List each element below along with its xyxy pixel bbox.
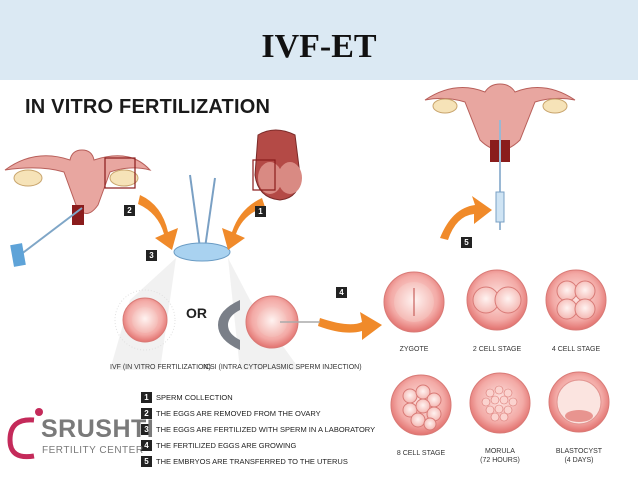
legend-number: 2 xyxy=(141,407,152,419)
srushti-logo-mark xyxy=(7,408,43,460)
embryo-2-cell xyxy=(466,269,528,331)
legend-text: THE EGGS ARE REMOVED FROM THE OVARY xyxy=(156,408,321,418)
legend-number: 4 xyxy=(141,439,152,451)
or-label: OR xyxy=(186,305,207,321)
legend-text: THE FERTILIZED EGGS ARE GROWING xyxy=(156,440,297,450)
legend-text: THE EMBRYOS ARE TRANSFERRED TO THE UTERU… xyxy=(156,456,348,466)
egg-ivf xyxy=(114,289,176,351)
slide-title: IVF-ET xyxy=(261,28,377,65)
step-number-2: 2 xyxy=(124,205,135,216)
embryo-zygote xyxy=(383,271,445,333)
testis-sperm-source xyxy=(252,129,302,201)
stage-label-blastocyst: BLASTOCYST (4 DAYS) xyxy=(539,447,619,465)
uterus-left xyxy=(4,149,152,267)
stage-label-morula: MORULA (72 HOURS) xyxy=(460,447,540,465)
stage-morula-time: (72 HOURS) xyxy=(480,457,520,464)
stage-label-4-cell: 4 CELL STAGE xyxy=(551,346,601,353)
step-number-1: 1 xyxy=(255,206,266,217)
embryo-4-cell xyxy=(545,269,607,331)
legend-text: THE EGGS ARE FERTILIZED WITH SPERM IN A … xyxy=(156,424,376,434)
legend-item: 3 THE EGGS ARE FERTILIZED WITH SPERM IN … xyxy=(141,421,375,437)
caption-ivf: IVF (IN VITRO FERTILIZATION) xyxy=(110,364,211,371)
legend-item: 1 SPERM COLLECTION xyxy=(141,389,375,405)
legend-item: 4 THE FERTILIZED EGGS ARE GROWING xyxy=(141,437,375,453)
embryo-blastocyst xyxy=(548,371,610,433)
steps-legend: 1 SPERM COLLECTION 2 THE EGGS ARE REMOVE… xyxy=(141,389,375,469)
uterus-right xyxy=(424,83,576,230)
legend-item: 5 THE EMBRYOS ARE TRANSFERRED TO THE UTE… xyxy=(141,453,375,469)
egg-icsi xyxy=(218,295,320,350)
legend-number: 1 xyxy=(141,391,152,403)
step-number-3: 3 xyxy=(146,250,157,261)
logo-tagline: FERTILITY CENTER xyxy=(42,445,144,456)
embryo-morula xyxy=(469,372,531,434)
stage-blastocyst-time: (4 DAYS) xyxy=(564,457,594,464)
step-number-4: 4 xyxy=(336,287,347,298)
arrows xyxy=(138,195,492,340)
step-number-5: 5 xyxy=(461,237,472,248)
stage-label-2-cell: 2 CELL STAGE xyxy=(472,346,522,353)
legend-text: SPERM COLLECTION xyxy=(156,392,233,402)
stage-blastocyst-name: BLASTOCYST xyxy=(555,448,603,455)
stage-morula-name: MORULA xyxy=(485,448,515,455)
legend-item: 2 THE EGGS ARE REMOVED FROM THE OVARY xyxy=(141,405,375,421)
stage-label-zygote: ZYGOTE xyxy=(399,346,429,353)
legend-number: 5 xyxy=(141,455,152,467)
title-band xyxy=(0,0,638,80)
logo-name: SRUSHTI xyxy=(41,415,155,443)
caption-icsi: ICSI (INTRA CYTOPLASMIC SPERM INJECTION) xyxy=(203,364,362,371)
embryo-8-cell xyxy=(390,374,452,436)
stage-label-8-cell: 8 CELL STAGE xyxy=(396,450,446,457)
diagram-title: IN VITRO FERTILIZATION xyxy=(25,96,271,118)
legend-number: 3 xyxy=(141,423,152,435)
